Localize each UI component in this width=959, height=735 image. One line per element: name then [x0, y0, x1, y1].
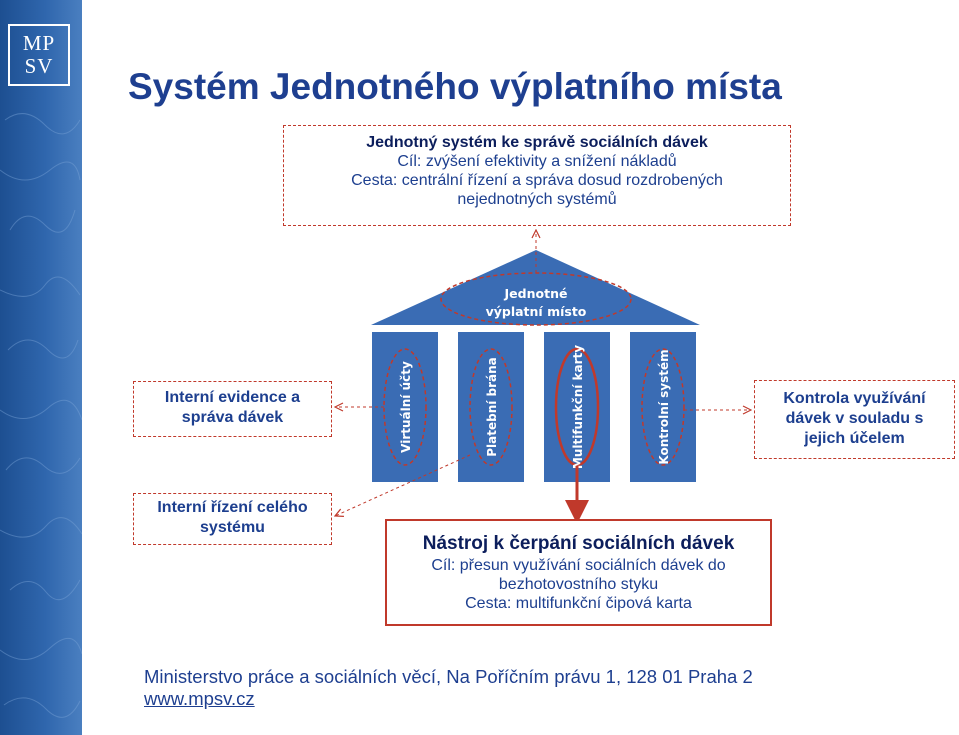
pillar-4: [630, 332, 696, 482]
roof-label-line-2: výplatní místo: [486, 304, 587, 319]
internal-management-line-1: Interní řízení celého: [157, 499, 308, 516]
footer-url-link[interactable]: www.mpsv.cz: [144, 688, 255, 709]
footer: Ministerstvo práce a sociálních věcí, Na…: [144, 666, 753, 710]
internal-management-box: Interní řízení celého systému: [133, 493, 332, 545]
logo-line-1: MP: [22, 31, 56, 55]
roof: [371, 250, 700, 325]
tool-box: Nástroj k čerpání sociálních dávek Cíl: …: [385, 519, 772, 626]
internal-records-box: Interní evidence a správa dávek: [133, 381, 332, 437]
control-box: Kontrola využívání dávek v souladu s jej…: [754, 380, 955, 459]
logo-line-2: SV: [24, 54, 54, 78]
mpsv-logo: MP SV: [8, 24, 70, 86]
sidebar-pattern: [0, 113, 82, 718]
footer-address: Ministerstvo práce a sociálních věcí, Na…: [144, 666, 753, 687]
tool-box-line-3: Cesta: multifunkční čipová karta: [465, 595, 692, 612]
pillar-3-label: Multifunkční karty: [571, 345, 585, 469]
pillar-1-label: Virtuální účty: [399, 361, 413, 453]
pillar-2: [458, 332, 524, 482]
sidebar-banner: MP SV: [0, 0, 82, 735]
roof-label-line-1: Jednotné: [504, 286, 568, 301]
pillar-2-label: Platební brána: [485, 357, 499, 457]
connector-left-2: [335, 454, 471, 516]
pillar-1-outline: [383, 348, 427, 466]
internal-records-line-2: správa dávek: [181, 409, 284, 426]
goal-box: Jednotný systém ke správě sociálních dáv…: [283, 125, 791, 226]
tool-box-line-1: Cíl: přesun využívání sociálních dávek d…: [431, 557, 726, 574]
pillar-4-outline: [641, 348, 685, 466]
internal-management-line-2: systému: [200, 519, 265, 536]
control-line-1: Kontrola využívání: [783, 390, 926, 407]
control-line-3: jejich účelem: [804, 430, 905, 447]
goal-box-heading: Jednotný systém ke správě sociálních dáv…: [366, 134, 708, 151]
goal-box-line-3: Cesta: centrální řízení a správa dosud r…: [351, 172, 723, 189]
pillar-3-outline: [554, 347, 600, 467]
pillar-2-outline: [469, 348, 513, 466]
internal-records-line-1: Interní evidence a: [164, 389, 301, 406]
pillar-4-label: Kontrolní systém: [657, 349, 671, 464]
goal-box-line-4: nejednotných systémů: [457, 191, 617, 208]
page-title: Systém Jednotného výplatního místa: [128, 66, 782, 107]
control-line-2: dávek v souladu s: [785, 410, 924, 427]
goal-box-line-2: Cíl: zvýšení efektivity a snížení náklad…: [397, 153, 677, 170]
tool-box-heading: Nástroj k čerpání sociálních dávek: [422, 533, 735, 554]
tool-box-line-2: bezhotovostního styku: [498, 576, 659, 593]
